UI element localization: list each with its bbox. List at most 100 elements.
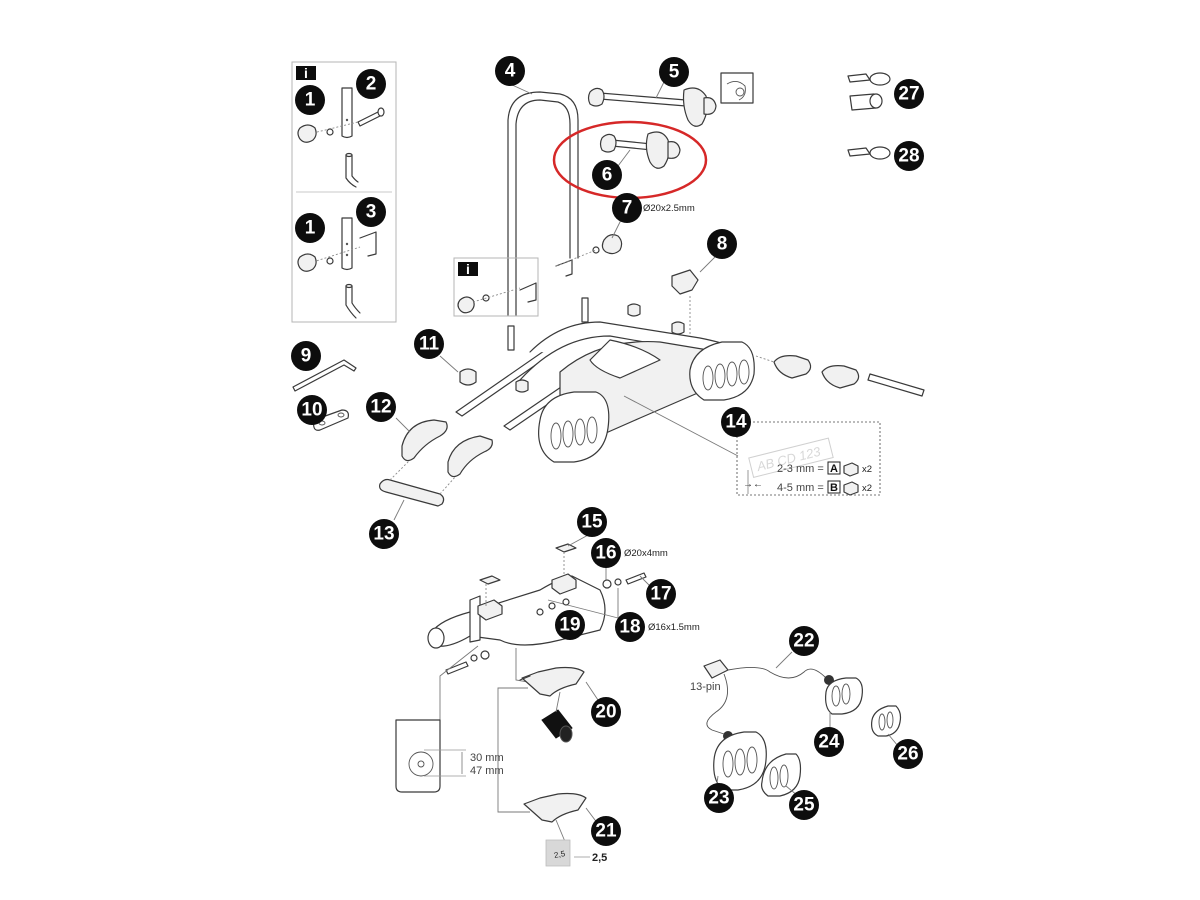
svg-text:24: 24 (818, 732, 840, 753)
svg-text:20: 20 (595, 702, 616, 723)
svg-text:15: 15 (581, 512, 603, 533)
tow-ball-dimension: 30 mm 47 mm (395, 687, 530, 813)
shim-label: 2,5 (553, 849, 566, 860)
part-14-license-plate-info: AB CD 123 →← 2-3 mm = A x2 4-5 mm = B x2 (736, 421, 881, 496)
callout-24: 24 (814, 727, 844, 757)
part-7-ring: Ø20x2.5mm (555, 203, 695, 277)
info-panel-left: i (291, 61, 397, 323)
callout-5: 5 (659, 57, 689, 87)
info-badge-2 (458, 262, 478, 276)
callout-8: 8 (707, 229, 737, 259)
callout-19: 19 (555, 610, 585, 640)
svg-text:19: 19 (559, 615, 580, 636)
svg-text:9: 9 (301, 346, 312, 367)
wiring-harness: 13-pin (690, 651, 834, 741)
svg-text:5: 5 (669, 62, 680, 83)
svg-text:12: 12 (370, 397, 391, 418)
callout-1a: 1 (295, 85, 325, 115)
svg-text:4: 4 (505, 61, 516, 82)
svg-text:8: 8 (717, 234, 728, 255)
callout-14: 14 (721, 407, 751, 437)
part-23-rear-light (713, 731, 767, 791)
svg-text:25: 25 (793, 795, 815, 816)
ball-dimension-1: 30 mm (470, 752, 504, 764)
part-4-frame-arm (507, 83, 579, 316)
svg-text:21: 21 (595, 821, 617, 842)
svg-text:10: 10 (301, 400, 322, 421)
carrier-main-body (455, 297, 755, 463)
part-9-allen-key (292, 359, 357, 392)
callout-28: 28 (894, 141, 924, 171)
svg-text:22: 22 (793, 631, 814, 652)
spacer-b-icon (843, 481, 859, 496)
ball-dimension-2: 47 mm (470, 765, 504, 777)
callout-20: 20 (591, 697, 621, 727)
svg-text:1: 1 (305, 90, 316, 111)
svg-text:11: 11 (419, 334, 440, 355)
connector-label: 13-pin (690, 681, 721, 693)
part-27-lock-and-key (847, 72, 891, 111)
tube-with-bracket-illustration (297, 217, 377, 319)
callout-21: 21 (591, 816, 621, 846)
svg-text:18: 18 (619, 617, 640, 638)
part-24-rear-light (825, 677, 863, 730)
part-16-spec: Ø20x4mm (624, 548, 668, 559)
plate-row-2-label: 4-5 mm = (777, 482, 824, 494)
end-caps-and-bar (755, 355, 925, 397)
svg-text:7: 7 (622, 198, 633, 219)
part-11-strap (439, 355, 477, 386)
part-26-light-lens (871, 705, 902, 747)
thickness-arrows-icon: →← (743, 479, 763, 490)
callout-9: 9 (291, 341, 321, 371)
part-28-key (847, 146, 891, 160)
part-5-wheel-holder-arm (587, 72, 754, 127)
callout-10: 10 (297, 395, 327, 425)
svg-text:28: 28 (898, 146, 919, 167)
spacer-a-icon (843, 462, 859, 477)
part-8-clip (671, 255, 717, 350)
part-21-clamp-lever: 2,5 2,5 (523, 792, 607, 867)
callout-26: 26 (893, 739, 923, 769)
part-13-handle (379, 459, 457, 521)
svg-text:1: 1 (305, 218, 316, 239)
callout-27: 27 (894, 79, 924, 109)
shim-thickness: 2,5 (592, 852, 607, 864)
part-12-wheel-cradle (395, 417, 493, 478)
plate-row-2-qty: x2 (862, 483, 872, 494)
plate-row-1-letter: A (830, 463, 838, 475)
callout-25: 25 (789, 790, 819, 820)
svg-text:2: 2 (366, 74, 377, 95)
svg-text:17: 17 (650, 584, 671, 605)
callout-23: 23 (704, 783, 734, 813)
svg-text:16: 16 (595, 543, 616, 564)
callout-11: 11 (414, 329, 444, 359)
svg-text:14: 14 (725, 412, 747, 433)
svg-text:27: 27 (898, 84, 919, 105)
callout-16: 16 (591, 538, 621, 568)
info-badge (296, 66, 316, 80)
part-25-light-lens (761, 753, 802, 797)
info-panel-middle: i (453, 257, 539, 317)
callout-7: 7 (612, 193, 642, 223)
part-7-spec: Ø20x2.5mm (643, 203, 695, 214)
plate-row-1-qty: x2 (862, 464, 872, 475)
svg-text:13: 13 (373, 524, 394, 545)
info-badge-label: i (304, 65, 308, 81)
callout-6: 6 (592, 160, 622, 190)
callout-22: 22 (789, 626, 819, 656)
svg-text:26: 26 (897, 744, 918, 765)
plate-row-1-label: 2-3 mm = (777, 463, 824, 475)
info-badge-2-label: i (466, 261, 470, 277)
callout-12: 12 (366, 392, 396, 422)
callout-1b: 1 (295, 213, 325, 243)
callout-18: 18 (615, 612, 645, 642)
callout-13: 13 (369, 519, 399, 549)
callout-4: 4 (495, 56, 525, 86)
callout-3: 3 (356, 197, 386, 227)
svg-text:3: 3 (366, 202, 377, 223)
svg-text:23: 23 (708, 788, 729, 809)
tube-with-bolt-illustration (297, 87, 385, 188)
part-18-spec: Ø16x1.5mm (648, 622, 700, 633)
svg-text:6: 6 (602, 165, 613, 186)
